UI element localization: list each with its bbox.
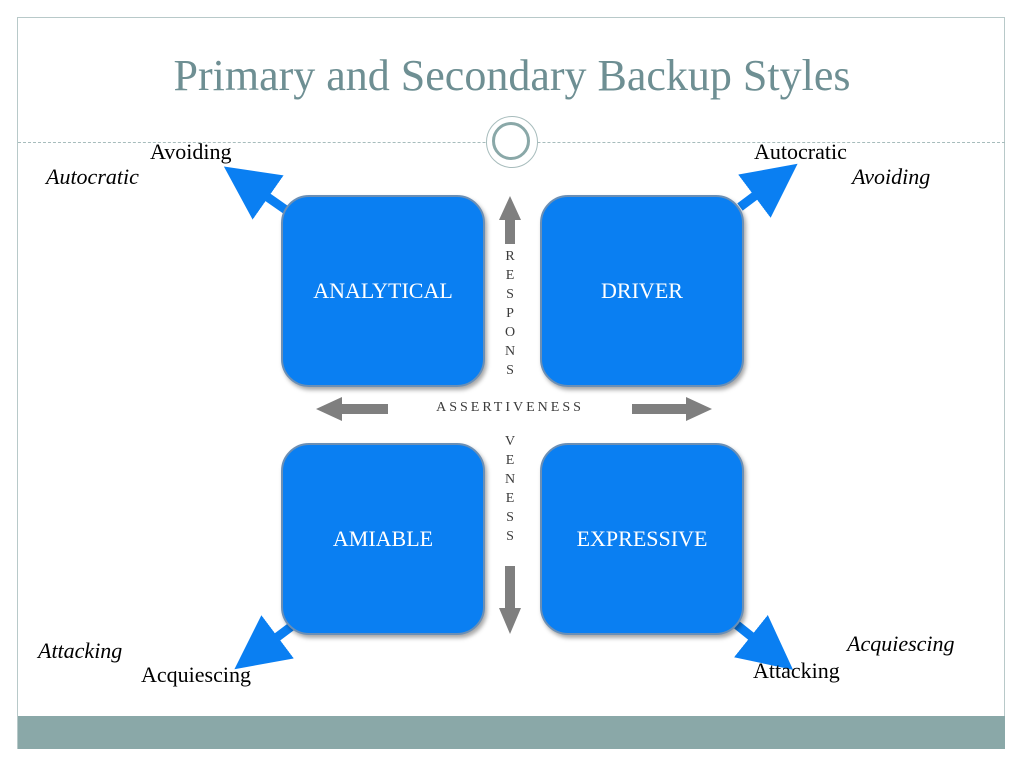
ring-icon [486,116,538,168]
responsiveness-letter: V [504,434,516,449]
analytical-box: ANALYTICAL [281,195,485,387]
page-title: Primary and Secondary Backup Styles [173,51,851,100]
top-right-secondary-label: Avoiding [852,164,931,189]
bottom-left-secondary-label: Attacking [38,638,123,663]
top-left-secondary-label: Autocratic [46,164,139,189]
bottom-right-secondary-label: Acquiescing [847,631,955,656]
vertical-axis-arrow-down [499,566,521,634]
analytical-label: ANALYTICAL [313,278,453,303]
responsiveness-letter: E [505,491,515,506]
responsiveness-letter: S [506,363,514,378]
responsiveness-letter: S [506,510,514,525]
driver-label: DRIVER [601,278,683,303]
arrow-top-right [737,163,798,218]
assertiveness-label: ASSERTIVENESS [405,400,615,416]
responsiveness-letter: P [506,306,514,321]
responsiveness-letter: E [505,268,515,283]
responsiveness-letter: S [506,529,514,544]
arrow-bottom-left [234,615,295,670]
responsiveness-letter: R [505,249,515,264]
responsiveness-letter: N [504,344,516,359]
responsiveness-letter: E [505,453,515,468]
arrow-top-left [223,166,289,220]
responsiveness-letter: N [504,472,516,487]
top-left-primary-label: Avoiding [150,139,232,164]
bottom-left-primary-label: Acquiescing [141,662,251,687]
expressive-label: EXPRESSIVE [576,526,708,551]
top-right-primary-label: Autocratic [754,139,847,164]
horizontal-axis-arrow-right [632,397,712,421]
amiable-box: AMIABLE [281,443,485,635]
responsiveness-letter: O [504,325,516,340]
arrow-bottom-right [734,615,794,670]
footer-band [18,716,1005,749]
horizontal-axis-arrow-left [316,397,388,421]
driver-box: DRIVER [540,195,744,387]
bottom-right-primary-label: Attacking [753,658,840,683]
amiable-label: AMIABLE [332,526,434,551]
responsiveness-upper-text: R E S P O N S [500,247,520,380]
responsiveness-letter: S [506,287,514,302]
responsiveness-lower-text: V E N E S S [500,432,520,546]
vertical-axis-arrow-up [499,196,521,244]
expressive-box: EXPRESSIVE [540,443,744,635]
